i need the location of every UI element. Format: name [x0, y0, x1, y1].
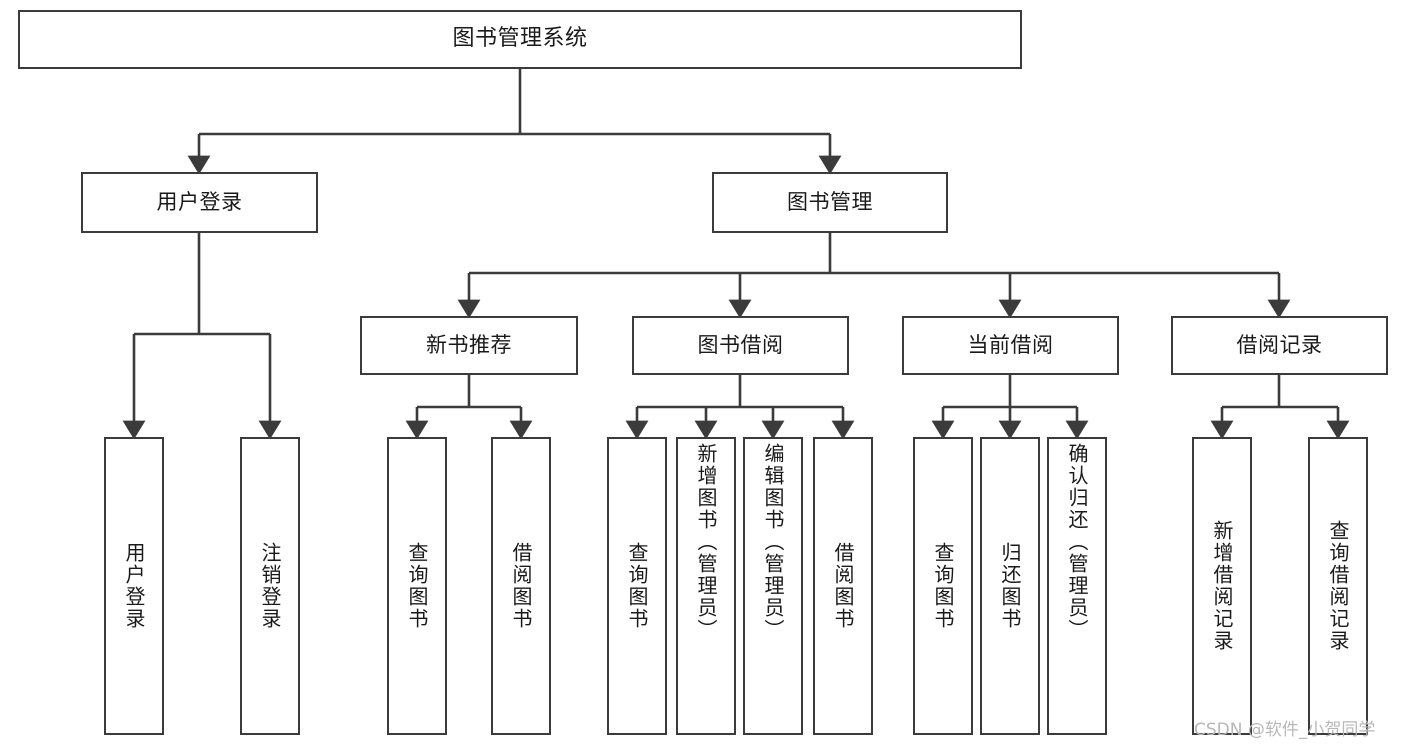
node-label: 图书管理系统 [452, 26, 588, 52]
leaf-add-borrow-record[interactable]: 新增借阅记录 [1192, 437, 1252, 735]
node-label: 新增借阅记录 [1210, 520, 1234, 652]
leaf-query-book-current[interactable]: 查询图书 [913, 437, 973, 735]
node-label: 归还图书 [998, 542, 1022, 630]
node-label: 当前借阅 [967, 332, 1054, 357]
leaf-borrow-book-recommend[interactable]: 借阅图书 [491, 437, 551, 735]
node-label: 用户登录 [122, 542, 146, 630]
leaf-borrow-book[interactable]: 借阅图书 [813, 437, 873, 735]
node-label: 图书管理 [787, 189, 873, 214]
node-current-borrow[interactable]: 当前借阅 [902, 316, 1119, 375]
node-label: 新书推荐 [426, 332, 512, 357]
leaf-query-book-borrow[interactable]: 查询图书 [607, 437, 667, 735]
node-book-manage[interactable]: 图书管理 [712, 172, 948, 233]
leaf-user-login[interactable]: 用户登录 [104, 437, 164, 735]
node-book-borrow[interactable]: 图书借阅 [632, 316, 849, 375]
leaf-return-book[interactable]: 归还图书 [980, 437, 1040, 735]
node-label: 用户登录 [156, 189, 243, 214]
node-new-book-recommend[interactable]: 新书推荐 [360, 316, 578, 375]
node-label: 查询图书 [405, 542, 429, 630]
node-label: 借阅图书 [831, 542, 855, 630]
leaf-query-book-recommend[interactable]: 查询图书 [387, 437, 447, 735]
node-label: 借阅记录 [1236, 332, 1323, 357]
node-label: 查询图书 [931, 542, 955, 630]
node-label: 查询借阅记录 [1326, 520, 1350, 652]
node-label: 图书借阅 [697, 332, 784, 357]
leaf-user-logout[interactable]: 注销登录 [240, 437, 300, 735]
node-root-system[interactable]: 图书管理系统 [18, 10, 1022, 69]
node-label: 确认归还（管理员） [1065, 443, 1089, 641]
node-label: 查询图书 [625, 542, 649, 630]
leaf-add-book-admin[interactable]: 新增图书（管理员） [676, 437, 736, 735]
leaf-edit-book-admin[interactable]: 编辑图书（管理员） [743, 437, 803, 735]
csdn-watermark: CSDN @软件_小贺同学 [1194, 720, 1376, 740]
node-user-login[interactable]: 用户登录 [81, 172, 318, 233]
node-label: 编辑图书（管理员） [761, 443, 785, 641]
node-label: 新增图书（管理员） [694, 443, 718, 641]
node-borrow-record[interactable]: 借阅记录 [1171, 316, 1388, 375]
leaf-confirm-return-admin[interactable]: 确认归还（管理员） [1047, 437, 1107, 735]
node-label: 注销登录 [258, 542, 282, 630]
node-label: 借阅图书 [509, 542, 533, 630]
leaf-query-borrow-record[interactable]: 查询借阅记录 [1308, 437, 1368, 735]
